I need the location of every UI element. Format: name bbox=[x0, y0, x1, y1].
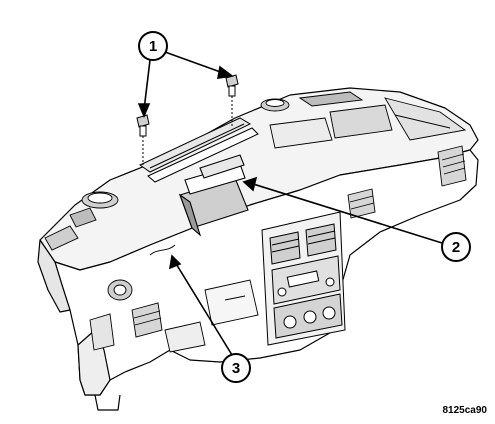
leader-1-right bbox=[164, 51, 227, 75]
defroster-strip bbox=[139, 117, 259, 183]
leader-3 bbox=[174, 261, 233, 356]
left-speaker-grille bbox=[44, 191, 119, 251]
mounting-bolt-left bbox=[136, 114, 150, 165]
right-top-panel bbox=[384, 97, 467, 141]
center-top-details bbox=[260, 91, 393, 149]
leader-1-left bbox=[143, 59, 151, 111]
arrowhead-3 bbox=[168, 254, 182, 270]
svg-text:2: 2 bbox=[452, 239, 460, 256]
arrowhead-1-left bbox=[137, 103, 151, 119]
svg-text:1: 1 bbox=[149, 38, 157, 55]
arrowhead-1-right bbox=[217, 65, 235, 79]
leader-2 bbox=[249, 182, 443, 244]
lower-center-panel bbox=[149, 244, 259, 326]
figure-code: 8125ca90 bbox=[442, 405, 488, 416]
leader-lines bbox=[137, 51, 443, 356]
callout-2: 2 bbox=[441, 232, 471, 262]
left-lower-details bbox=[89, 279, 206, 353]
mounting-bolt-right bbox=[225, 74, 239, 128]
callout-1: 1 bbox=[138, 31, 168, 61]
arrowhead-2 bbox=[242, 176, 258, 192]
airbag-module bbox=[178, 154, 249, 237]
center-stack bbox=[261, 211, 346, 346]
callout-3: 3 bbox=[221, 353, 251, 383]
right-side-vent bbox=[347, 145, 467, 219]
svg-text:3: 3 bbox=[232, 360, 240, 377]
